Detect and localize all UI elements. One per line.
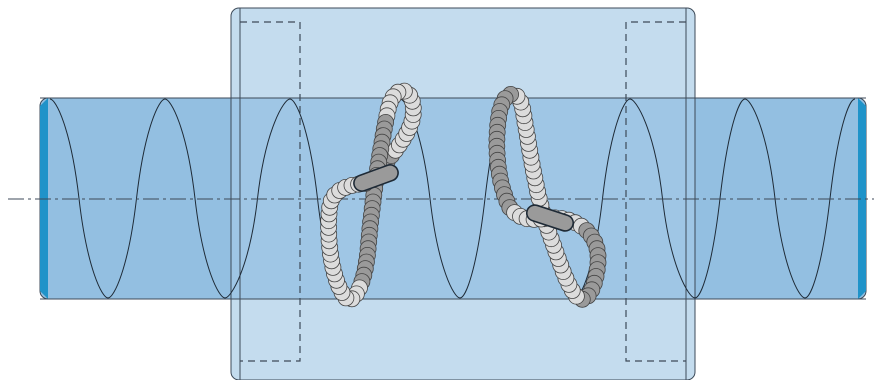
ball-circuit-left — [320, 82, 422, 308]
ball-circuit-right — [488, 86, 607, 308]
crossover-roller — [525, 204, 575, 232]
shaft-right-end-cap — [858, 98, 866, 299]
right-flange-hidden-outline — [625, 21, 686, 362]
ball-nut-outline — [230, 7, 696, 380]
screw-thread-helix — [49, 98, 856, 299]
crossover-roller — [353, 164, 399, 192]
left-flange-hidden-outline — [240, 21, 301, 362]
